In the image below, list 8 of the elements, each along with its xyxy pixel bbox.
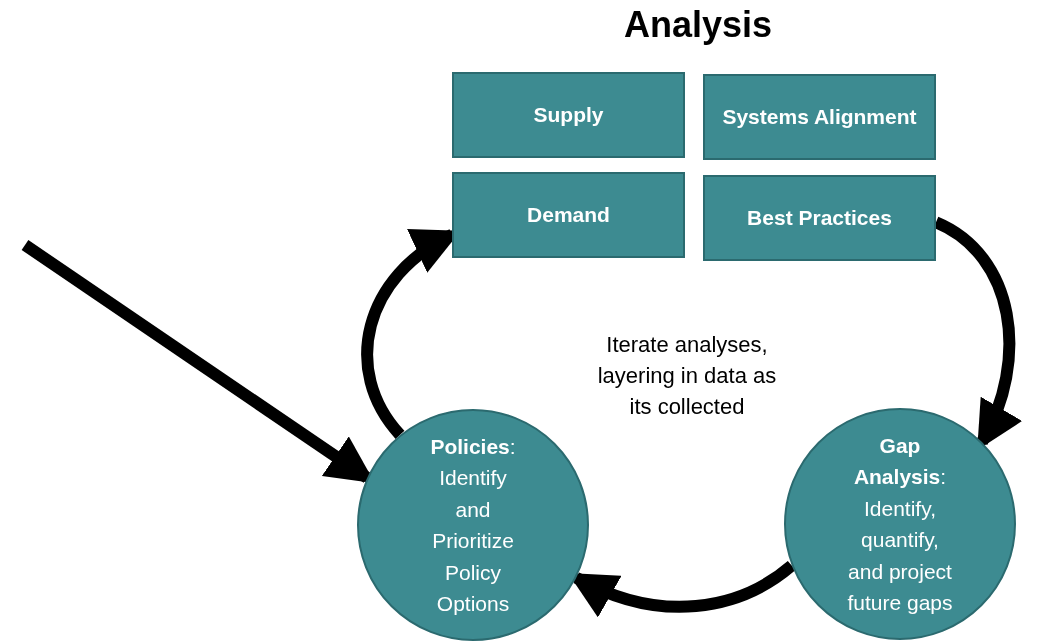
process-box: Best Practices: [703, 175, 936, 261]
process-circle: Policies: Identify and Prioritize Policy Options: [357, 409, 589, 641]
process-box: Supply: [452, 72, 685, 158]
process-box: Demand: [452, 172, 685, 258]
note-text: Iterate analyses, layering in data as its collected: [596, 331, 778, 421]
process-box: Systems Alignment: [703, 74, 936, 160]
process-circle: Gap Analysis: Identify, quantify, and project future gaps: [784, 408, 1016, 640]
diagram-title: Analysis: [622, 4, 774, 46]
